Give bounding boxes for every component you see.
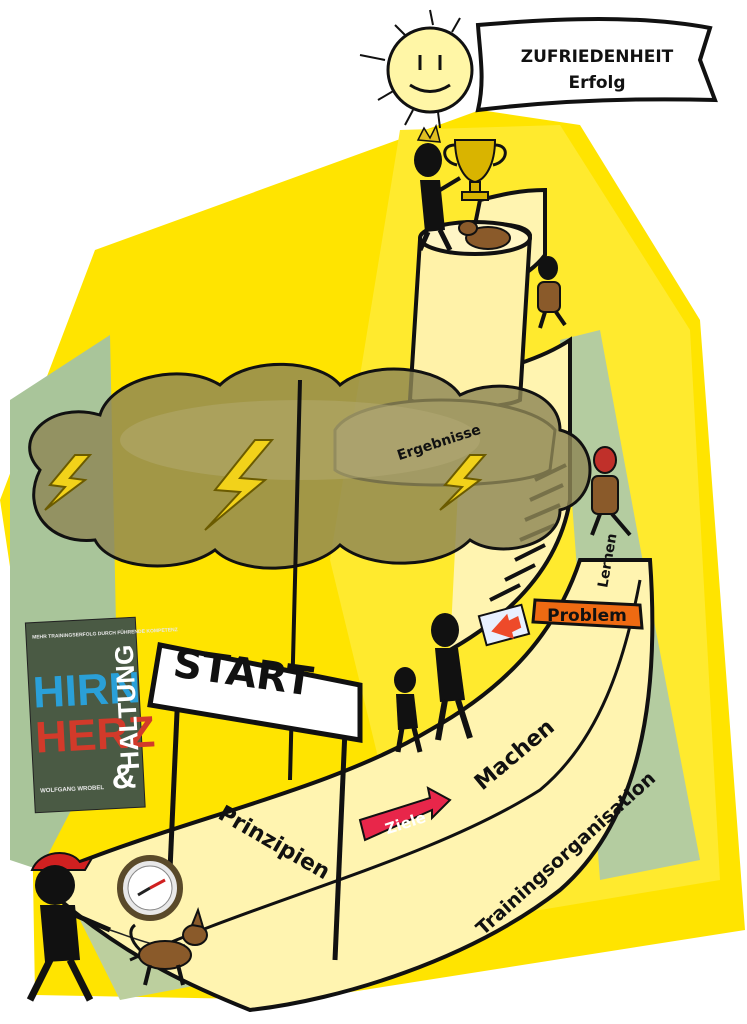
winding-path [58,558,655,1013]
lightning-icon [439,454,488,511]
dog-figure [129,906,208,986]
book-title-hirn: HIRN [32,663,142,718]
trophy-icon [443,139,507,201]
lightning-icon [44,454,93,511]
compass-icon [117,855,183,921]
walker-figure [394,667,423,753]
ziele-arrow-icon [358,786,452,842]
problem-sign [531,598,644,630]
sun-icon [359,9,474,129]
sign-post [332,729,348,961]
storm-cloud [28,362,592,570]
climber-figure [590,446,632,537]
success-banner [475,17,718,113]
book-author: WOLFGANG WROBEL [40,785,105,794]
lightning-icon [204,439,275,531]
walker-with-cap [26,851,111,1002]
banner-line1: ZUFRIEDENHEIT [521,47,674,67]
walker-figure [431,613,473,741]
sign-post [167,689,181,871]
dog-on-top [458,220,511,250]
climber-figure [537,256,567,329]
champion-figure [414,123,462,252]
path-inner-edge [129,579,642,962]
book-amp: & [111,757,138,796]
problem-sign-label: Problem [547,606,627,626]
book-title-herz: HERZ [34,707,156,762]
start-sign [147,642,363,743]
banner-line2: Erfolg [568,73,625,93]
direction-sign [477,603,531,647]
book-title-haltung: HALTUNG [109,644,146,771]
